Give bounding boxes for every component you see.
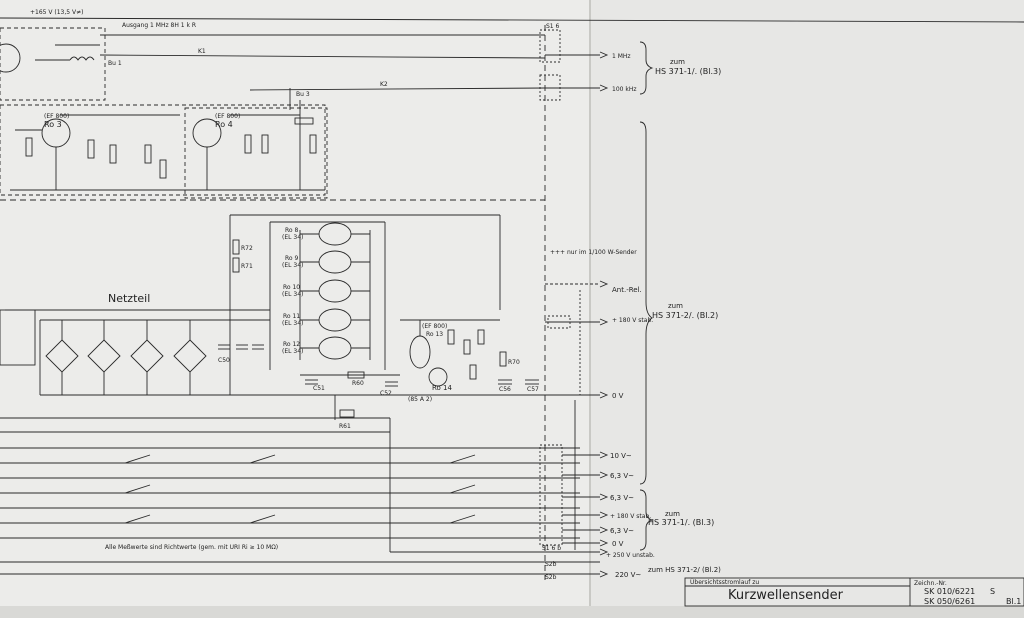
label-s16: S1 6 [546, 23, 560, 30]
label-messwerte: Alle Meßwerte sind Richtwerte (gem. mit … [105, 544, 278, 551]
label-k2: K2 [380, 81, 388, 88]
label-1mhz: 1 MHz [612, 53, 631, 60]
label-c50: C50 [218, 357, 230, 364]
label-netzteil: Netzteil [108, 292, 150, 305]
label-ro3: Ro 3 [44, 120, 62, 129]
label-r72: R72 [241, 245, 253, 252]
label-hs371-2: HS 371-2/. (Bl.2) [652, 311, 718, 320]
label-c52: C52 [380, 390, 392, 397]
wiring [0, 17, 1024, 607]
label-bl: Bl.1 [1006, 597, 1021, 606]
label-zum-bottom: zum HS 371-2/ (Bl.2) [648, 566, 721, 574]
label-r61: R61 [339, 423, 351, 430]
label-r71: R71 [241, 263, 253, 270]
label-ro14-type: (85 A 2) [408, 396, 432, 403]
label-k1: K1 [198, 48, 206, 55]
label-ro8: Ro 8 [285, 227, 298, 234]
label-bu3: Bu 3 [296, 91, 310, 98]
label-63v-a: 6,3 V~ [610, 472, 634, 480]
label-el34d: (EL 34) [282, 320, 303, 327]
label-220v: 220 V~ [615, 571, 641, 579]
label-el34c: (EL 34) [282, 291, 303, 298]
label-c51: C51 [313, 385, 325, 392]
label-ro13: Ro 13 [426, 331, 443, 338]
label-zum3: zum [665, 510, 680, 518]
label-ef800c: (EF 800) [422, 323, 447, 330]
label-zeichn: Zeichn.-Nr. [914, 580, 947, 587]
label-bu1: Bu 1 [108, 60, 122, 67]
label-s2b-2: S2b [545, 574, 557, 581]
label-zum1: zum [670, 58, 685, 66]
title-block-name: Kurzwellensender [728, 588, 844, 603]
label-el34a: (EL 34) [282, 234, 303, 241]
label-ef800a: (EF 800) [44, 113, 69, 120]
label-250v: + 250 V unstab. [606, 552, 655, 559]
label-180v-b: + 180 V stab. [610, 513, 651, 520]
label-el34b: (EL 34) [282, 262, 303, 269]
label-sk1: SK 010/6221 [924, 587, 975, 596]
paper-right [590, 0, 1024, 618]
label-ro9: Ro 9 [285, 255, 298, 262]
paper-left [0, 0, 590, 618]
label-s2b-1: S2b [545, 561, 557, 568]
label-ro4: Ro 4 [215, 120, 233, 129]
label-ro12: Ro 12 [283, 341, 300, 348]
label-ausgang: Ausgang 1 MHz 8H 1 k R [122, 22, 196, 29]
label-c56: C56 [499, 386, 511, 393]
label-100khz: 100 kHz [612, 86, 637, 93]
label-0v-b: 0 V [612, 540, 624, 548]
label-10v: 10 V~ [610, 452, 632, 460]
label-r70: R70 [508, 359, 520, 366]
label-s16b: S1 6 b [542, 545, 561, 552]
label-0v-a: 0 V [612, 392, 624, 400]
label-ro10: Ro 10 [283, 284, 300, 291]
label-sheet: S [990, 587, 995, 596]
label-v180stab: + 180 V stab. [612, 317, 653, 324]
paper-edge [0, 606, 1024, 618]
label-el34e: (EL 34) [282, 348, 303, 355]
label-hs371-1: HS 371-1/. (Bl.3) [655, 67, 721, 76]
label-antrel: Ant.-Rel. [612, 286, 642, 294]
label-zum2: zum [668, 302, 683, 310]
label-sk2: SK 050/6261 [924, 597, 975, 606]
label-uebersicht: Übersichtsstromlauf zu [690, 579, 759, 586]
label-ro11: Ro 11 [283, 313, 300, 320]
label-63v-b: 6,3 V~ [610, 494, 634, 502]
label-ef800b: (EF 800) [215, 113, 240, 120]
label-63v-c: 6,3 V~ [610, 527, 634, 535]
label-r60: R60 [352, 380, 364, 387]
label-hs371-1b: HS 371-1/. (Bl.3) [648, 518, 714, 527]
label-ro14: Ro 14 [432, 384, 453, 392]
label-v165: +165 V (13,5 V≠) [30, 9, 83, 16]
label-nur100: +++ nur im 1/100 W-Sender [550, 249, 637, 256]
label-c57: C57 [527, 386, 539, 393]
